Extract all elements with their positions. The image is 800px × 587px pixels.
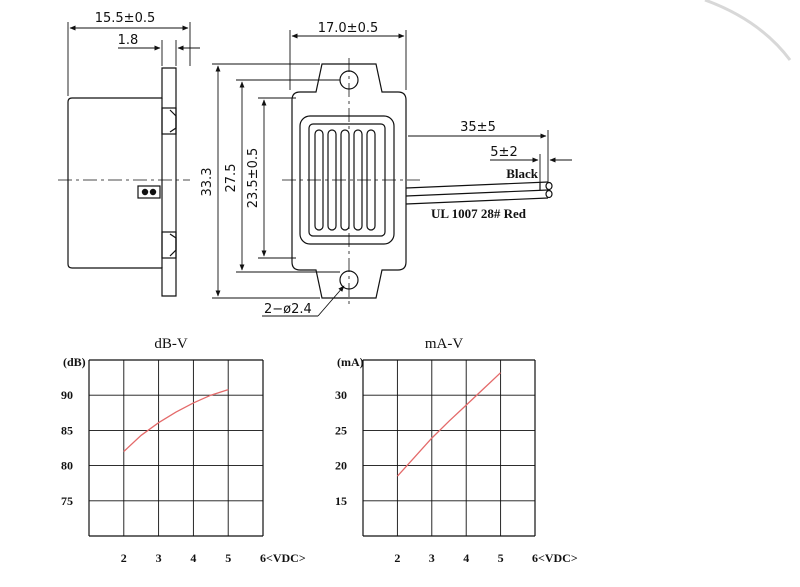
x-tick-label: 4 [463, 551, 469, 565]
x-axis-unit: 6<VDC> [532, 551, 578, 565]
x-tick-label: 5 [225, 551, 231, 565]
dim-holes: 2−ø2.4 [264, 302, 312, 317]
y-tick-label: 20 [335, 459, 347, 473]
series-line [396, 372, 502, 477]
x-axis-unit: 6<VDC> [260, 551, 306, 565]
y-tick-label: 25 [335, 423, 347, 437]
y-tick-label: 30 [335, 388, 347, 402]
y-tick-label: 75 [61, 494, 73, 508]
chart-title: mA-V [425, 336, 463, 352]
front-dimensions [212, 30, 572, 317]
y-axis-unit: (dB) [63, 355, 86, 369]
side-wire-exit [137, 185, 161, 199]
x-tick-label: 2 [394, 551, 400, 565]
dim-body-width: 17.0±0.5 [318, 21, 379, 36]
front-view [291, 63, 553, 299]
x-tick-label: 5 [498, 551, 504, 565]
x-tick-label: 4 [190, 551, 196, 565]
dim-height-total: 33.3 [200, 168, 215, 197]
y-tick-label: 90 [61, 388, 73, 402]
side-view [67, 67, 177, 297]
chart-title: dB-V [154, 336, 188, 352]
wire-label-black: Black [506, 166, 539, 181]
wire-end-black [545, 181, 553, 191]
side-body-outline [67, 67, 177, 297]
side-dimensions [67, 22, 200, 96]
leader-line-holes [317, 285, 345, 317]
chart-db-v: dB-V (dB) 90 85 80 75 2 3 4 5 6<VDC> [61, 336, 306, 565]
front-housing-outline [291, 63, 407, 299]
series-line [123, 388, 229, 452]
dim-strip-length: 5±2 [490, 145, 517, 160]
front-centerlines [282, 58, 420, 308]
dim-flange: 1.8 [118, 33, 139, 48]
x-tick-label: 3 [156, 551, 162, 565]
wire-end-red [545, 189, 553, 199]
corner-arc [704, 0, 792, 61]
y-tick-label: 15 [335, 494, 347, 508]
side-wire-dot-1 [141, 188, 149, 196]
y-tick-label: 85 [61, 423, 73, 437]
y-tick-label: 80 [61, 459, 73, 473]
side-lower-notch [169, 233, 177, 257]
side-wire-dot-2 [149, 188, 157, 196]
dim-body-height: 23.5±0.5 [246, 148, 261, 209]
side-upper-notch [169, 109, 177, 133]
dim-hole-pitch: 27.5 [224, 164, 239, 193]
x-tick-label: 3 [429, 551, 435, 565]
dim-width-total: 15.5±0.5 [95, 11, 156, 26]
y-axis-unit: (mA) [337, 355, 364, 369]
x-tick-label: 2 [121, 551, 127, 565]
dim-lead-length: 35±5 [460, 120, 496, 135]
lead-wires [405, 181, 549, 205]
wire-spec-label: UL 1007 28# Red [431, 206, 527, 221]
chart-ma-v: mA-V (mA) 30 25 20 15 2 3 4 5 6<VDC> [335, 336, 578, 565]
